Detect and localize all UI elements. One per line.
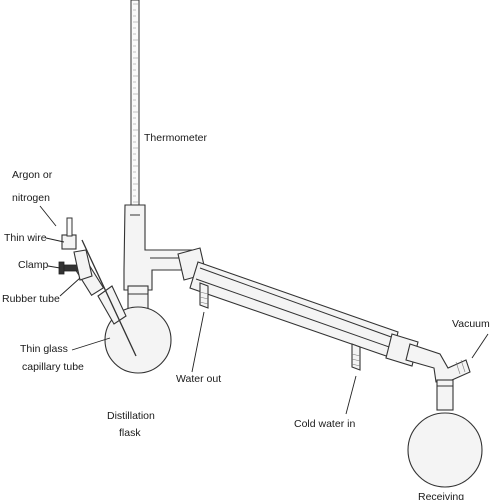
thin-wire-leader <box>45 237 65 243</box>
thermometer-label: Thermometer <box>144 132 208 144</box>
capillary-leader <box>71 337 111 351</box>
cold-water-in-nozzle <box>351 343 361 371</box>
water-out-leader <box>191 311 205 373</box>
gas-inlet-tube <box>61 217 77 250</box>
capillary-tube <box>81 239 137 357</box>
cold-water-in-label: Cold water in <box>294 418 355 430</box>
vacuum-leader <box>471 333 489 359</box>
rubber-tube <box>73 249 93 281</box>
water-out-label: Water out <box>176 373 221 385</box>
clamp-label: Clamp <box>18 259 49 271</box>
argon-label-line2: nitrogen <box>12 192 50 204</box>
clamp-leader <box>47 265 61 269</box>
rubber-tube-leader <box>59 277 81 297</box>
capillary-label-line2: capillary tube <box>22 361 84 373</box>
vacuum-adapter <box>405 343 471 383</box>
distillation-flask-label-line1: Distillation <box>107 410 155 422</box>
distillation-flask-label-line2: flask <box>119 427 141 439</box>
receiving-flask <box>407 379 483 488</box>
cold-water-in-leader <box>345 375 357 415</box>
argon-leader <box>39 205 57 227</box>
thin-wire-label: Thin wire <box>4 232 47 244</box>
capillary-label-line1: Thin glass <box>20 343 68 355</box>
vacuum-label: Vacuum <box>452 318 490 330</box>
condenser <box>177 247 419 367</box>
argon-label-line1: Argon or <box>12 169 53 181</box>
rubber-tube-label: Rubber tube <box>2 293 60 305</box>
receiving-flask-label: Receiving <box>418 491 464 500</box>
water-out-nozzle <box>199 282 209 309</box>
